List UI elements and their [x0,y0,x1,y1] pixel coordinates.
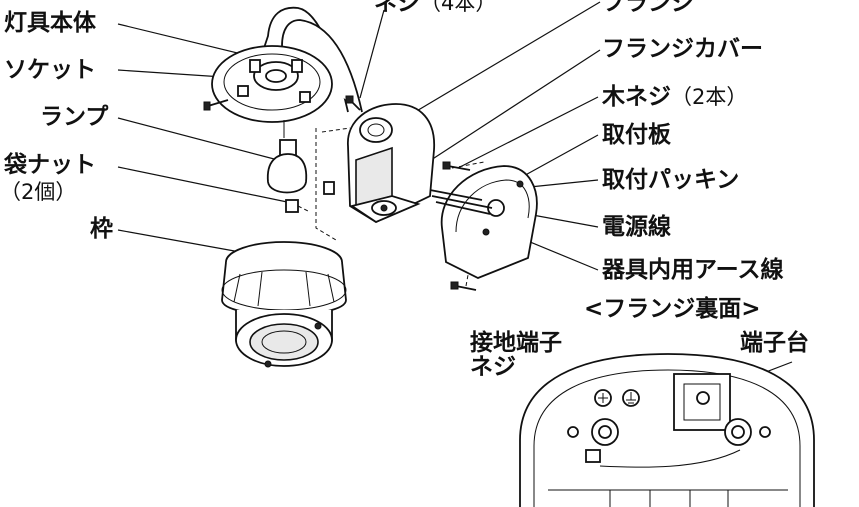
assembly-guides [315,127,485,287]
label-flange-cover: フランジカバー [602,36,763,62]
label-screw-4-text: ネジ [374,0,420,16]
flange-part [323,103,435,224]
leader-screw-4 [359,9,385,99]
leader-mounting-plate [519,134,599,179]
label-lamp: ランプ [40,104,109,130]
leader-lamp [117,117,279,161]
label-flange-back-title: <フランジ裏面> [584,296,761,322]
label-ground-screw-line1: 接地端子 [470,330,562,356]
mounting-plate-part [429,165,538,279]
label-cap-nut-qty: （2個） [0,180,77,204]
label-ground-screw-line2: ネジ [470,354,516,380]
label-power-cable: 電源線 [602,214,671,240]
label-flange: フランジ [602,0,694,16]
label-screw-4: ネジ（4本） [374,0,496,16]
label-terminal-block: 端子台 [740,330,809,356]
frame-part [221,241,347,368]
leader-fixture-body [117,23,259,59]
label-ground-wire: 器具内用アース線 [602,257,784,283]
label-mounting-packing: 取付パッキン [602,167,740,193]
label-wood-screw: 木ネジ（2本） [602,84,747,110]
lamp-part [266,120,308,194]
label-wood-screw-qty: （2本） [671,85,748,109]
leader-cap-nut [117,166,293,204]
flange-back-view [519,353,815,507]
screw-left [203,99,229,111]
label-fixture-body: 灯具本体 [4,10,96,36]
fixture-body-part [211,6,363,123]
label-screw-4-qty: （4本） [420,0,497,15]
label-socket: ソケット [4,57,96,83]
label-wood-screw-text: 木ネジ [602,84,671,110]
leader-wood-screw [457,96,599,169]
screws-upper [345,95,361,111]
leader-flange-cover [407,49,601,176]
cap-nut-part [285,199,311,213]
label-cap-nut: 袋ナット [4,152,96,178]
label-frame: 枠 [90,216,113,242]
leader-frame [117,229,241,253]
wood-screws [442,161,477,291]
label-mounting-plate: 取付板 [602,122,671,148]
